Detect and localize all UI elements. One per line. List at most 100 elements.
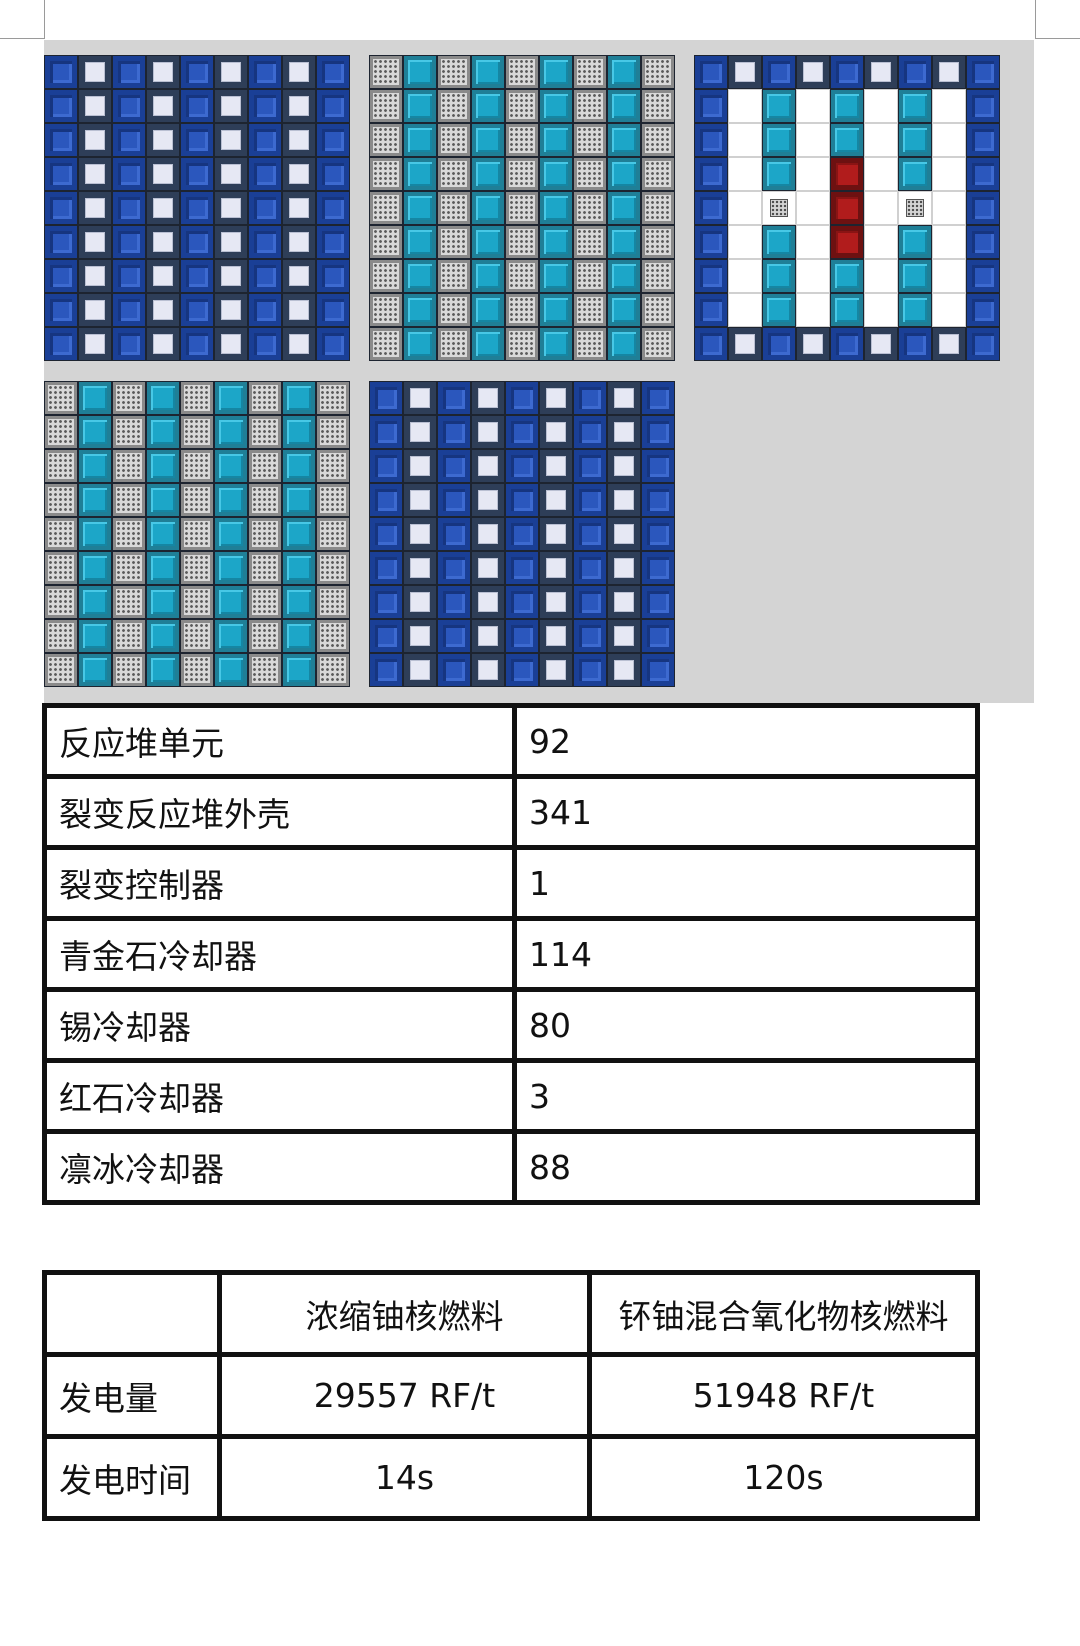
reactor-casing-block [78,123,112,157]
lapis-cooler-block [966,89,1000,123]
cryotheum-cooler-block [471,123,505,157]
lapis-cooler-block [248,157,282,191]
empty-block [864,293,898,327]
lapis-cooler-block [369,517,403,551]
lapis-cooler-block [248,55,282,89]
lapis-cooler-block [316,225,350,259]
table-row: 发电量 29557 RF/t 51948 RF/t [42,1352,980,1439]
table-row: 发电时间 14s 120s [42,1434,980,1521]
tin-cooler-block [505,123,539,157]
empty-block [932,293,966,327]
empty-block [728,259,762,293]
cryotheum-cooler-block [78,483,112,517]
reactor-casing-block [607,551,641,585]
cryotheum-cooler-block [282,619,316,653]
reactor-casing-block [146,327,180,361]
cryotheum-cooler-block [539,157,573,191]
reactor-casing-block [146,157,180,191]
lapis-cooler-block [112,293,146,327]
lapis-cooler-block [966,191,1000,225]
tin-cooler-block [641,55,675,89]
cryotheum-cooler-block [78,551,112,585]
tin-cooler-block [369,327,403,361]
tin-cooler-block [641,327,675,361]
cryotheum-cooler-block [403,259,437,293]
tin-cooler-block [316,381,350,415]
reactor-casing-block [471,551,505,585]
lapis-cooler-block [248,89,282,123]
tin-cooler-block [316,449,350,483]
lapis-cooler-block [966,157,1000,191]
tin-cooler-block [112,551,146,585]
power-mox-fuel: 51948 RF/t [587,1352,980,1439]
reactor-casing-block [214,55,248,89]
tin-cooler-block [573,327,607,361]
cryotheum-cooler-block [471,293,505,327]
lapis-cooler-block [694,225,728,259]
cryotheum-cooler-block [78,653,112,687]
tin-cooler-block [573,89,607,123]
lapis-cooler-block [505,551,539,585]
cryotheum-cooler-block [214,619,248,653]
reactor-layer-3 [694,55,1000,361]
reactor-casing-block [539,551,573,585]
cryotheum-cooler-block [539,89,573,123]
reactor-casing-block [539,585,573,619]
reactor-casing-block [864,327,898,361]
lapis-cooler-block [641,551,675,585]
lapis-cooler-block [112,327,146,361]
lapis-cooler-block [505,415,539,449]
reactor-casing-block [471,483,505,517]
row-label-duration: 发电时间 [42,1434,222,1521]
lapis-cooler-block [573,551,607,585]
redstone-cooler-block [830,191,864,225]
tin-cooler-block [437,191,471,225]
component-name: 青金石冷却器 [42,916,517,992]
lapis-cooler-block [248,293,282,327]
tin-cooler-block [248,619,282,653]
cryotheum-cooler-block [898,293,932,327]
reactor-casing-block [78,89,112,123]
lapis-cooler-block [966,259,1000,293]
tin-cooler-block [112,449,146,483]
empty-block [864,259,898,293]
cryotheum-cooler-block [607,89,641,123]
cryotheum-cooler-block [471,191,505,225]
lapis-cooler-block [505,585,539,619]
tin-cooler-block [573,259,607,293]
lapis-cooler-block [505,449,539,483]
lapis-cooler-block [437,449,471,483]
reactor-casing-block [403,585,437,619]
cryotheum-cooler-block [607,191,641,225]
lapis-cooler-block [573,653,607,687]
cryotheum-cooler-block [471,157,505,191]
lapis-cooler-block [437,585,471,619]
lapis-cooler-block [369,585,403,619]
tin-cooler-block [505,89,539,123]
lapis-cooler-block [44,191,78,225]
reactor-casing-block [796,55,830,89]
cryotheum-cooler-block [762,157,796,191]
cryotheum-cooler-block [146,551,180,585]
component-count: 92 [512,703,980,779]
tin-cooler-block [112,483,146,517]
tin-cooler-block [248,483,282,517]
lapis-cooler-block [694,55,728,89]
component-name: 裂变控制器 [42,845,517,921]
lapis-cooler-block [641,483,675,517]
lapis-cooler-block [248,123,282,157]
lapis-cooler-block [369,483,403,517]
cryotheum-cooler-block [762,89,796,123]
reactor-casing-block [607,517,641,551]
empty-block [796,157,830,191]
cryotheum-cooler-block [471,89,505,123]
tin-cooler-block [437,225,471,259]
tin-cooler-block [112,517,146,551]
lapis-cooler-block [180,191,214,225]
cryotheum-cooler-block [607,293,641,327]
component-count: 3 [512,1058,980,1134]
tin-cooler-block [573,123,607,157]
page-corner-mark-left [0,0,45,39]
tin-cooler-block [248,585,282,619]
cryotheum-cooler-block [539,225,573,259]
